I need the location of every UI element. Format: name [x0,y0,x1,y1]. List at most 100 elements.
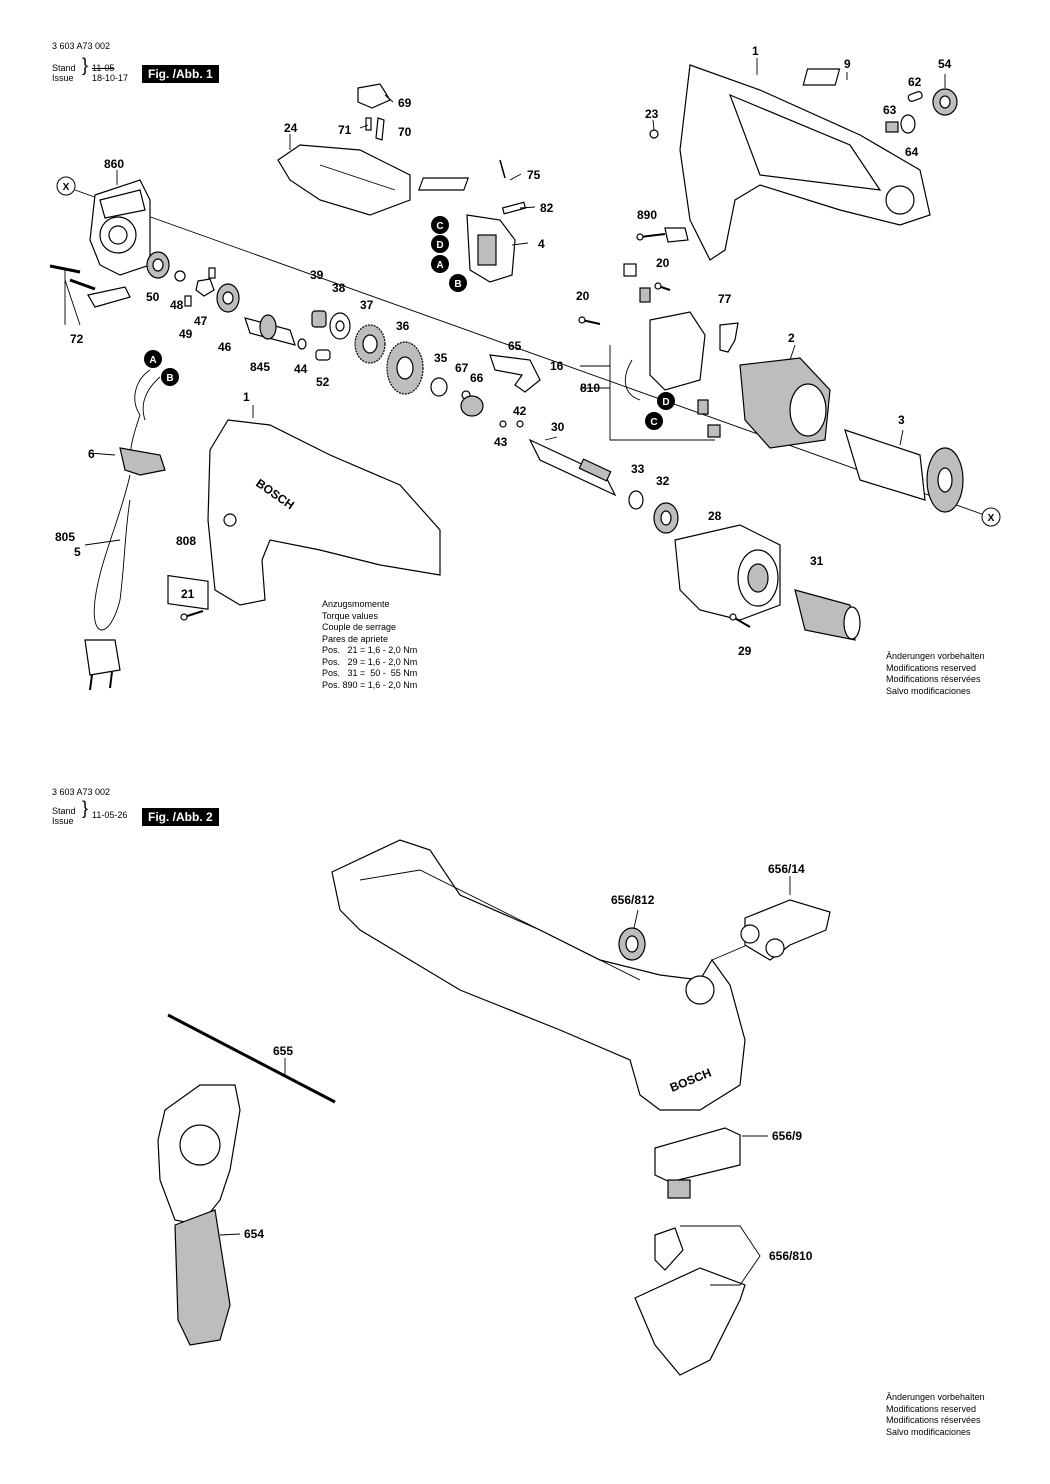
label-part-64: 64 [905,145,919,159]
svg-text:D: D [436,240,443,251]
label-part-32: 32 [656,474,670,488]
marker-d-switch: D [431,235,449,253]
assembly-axis-line [74,189,991,518]
svg-text:C: C [650,417,657,428]
label-part-656-9: 656/9 [772,1129,802,1143]
label-part-24: 24 [284,121,298,135]
label-part-70: 70 [398,125,412,139]
label-part-43: 43 [494,435,508,449]
label-part-71: 71 [338,123,352,137]
label-part-77: 77 [718,292,732,306]
ring-44 [297,338,307,350]
screw-890 [636,227,689,243]
svg-text:C: C [436,221,443,232]
switch-knob-69 [357,83,391,109]
label-part-44: 44 [294,362,308,376]
label-part-36: 36 [396,319,410,333]
bearing-50 [146,251,170,279]
depth-rod-655 [167,1013,336,1104]
label-part-655: 655 [273,1044,293,1058]
container-656-810 [634,1227,746,1376]
label-part-39: 39 [310,268,324,282]
nut-47 [195,278,215,297]
gear-37 [354,324,386,364]
armature-3 [844,429,964,513]
ball-43 [499,420,507,428]
housing-half-1-bottom: BOSCH [207,419,441,606]
spring-71 [365,117,372,131]
seal-656-812 [618,927,646,961]
label-part-9: 9 [844,57,851,71]
label-part-52: 52 [316,375,330,389]
label-part-810: 810 [580,381,600,395]
chuck-31 [794,589,861,641]
gear-housing-860 [89,179,151,276]
switch-4 [466,214,516,283]
marker-x-left: X [56,176,76,196]
label-part-890: 890 [637,208,657,222]
label-part-47: 47 [194,314,208,328]
label-part-35: 35 [434,351,448,365]
label-part-50: 50 [146,290,160,304]
disclaimer-es-2: Salvo modificaciones [886,1426,971,1437]
circlip-33 [628,490,644,510]
spring-63 [885,121,899,133]
svg-text:A: A [149,355,156,366]
bushing-38 [329,312,351,340]
issue-label-2: Issue [52,816,74,826]
label-part-3: 3 [898,413,905,427]
marker-a-switch: A [431,255,449,273]
label-part-805: 805 [55,530,75,544]
svg-text:X: X [63,182,70,193]
screw-21 [180,610,204,621]
bracket-leaders [580,365,610,389]
lever-65 [489,354,541,393]
screw-20-a [654,282,671,291]
brush-c [707,424,721,438]
housing-half-1-top [679,64,931,261]
doc-number-1: 3 603 A73 002 [52,41,111,51]
label-part-42: 42 [513,404,527,418]
label-part-654: 654 [244,1227,264,1241]
label-part-63: 63 [883,103,897,117]
issue-label-1: Issue [52,73,74,83]
label-part-33: 33 [631,462,645,476]
stand-old-1: 11-05 [92,63,115,73]
cable-805 [84,369,166,691]
torque-row-890: Pos. 890 = 1,6 - 2,0 Nm [322,679,418,690]
label-part-48: 48 [170,298,184,312]
brace-2: } [82,798,89,818]
cover-24 [277,144,411,216]
label-part-1: 1 [752,44,759,58]
issue-date-2: 11-05-26 [92,810,128,820]
svg-text:X: X [988,513,995,524]
torque-row-21: Pos. 21 = 1,6 - 2,0 Nm [322,645,418,655]
marker-c-brush: C [645,412,663,430]
label-part-808: 808 [176,534,196,548]
torque-title-de: Anzugsmomente [322,599,390,609]
torque-title-fr: Couple de serrage [322,622,397,632]
label-part-656-810: 656/810 [769,1249,813,1263]
label-part-6: 6 [88,447,95,461]
label-part-656-812: 656/812 [611,893,655,907]
label-part-23: 23 [645,107,659,121]
label-part-66: 66 [470,371,484,385]
label-part-72: 72 [70,332,84,346]
bearing-32 [653,502,679,534]
disclaimer-de: Änderungen vorbehalten [886,651,985,661]
dust-extraction-body: BOSCH [331,839,746,1111]
screw-20-b [578,316,601,325]
label-part-65: 65 [508,339,522,353]
label-part-2: 2 [788,331,795,345]
spring-39 [311,310,327,328]
label-part-20b: 20 [576,289,590,303]
brush-plate-16 [624,311,706,401]
doc-number-2: 3 603 A73 002 [52,787,111,797]
clamp-656-14 [740,899,831,961]
torque-row-29: Pos. 29 = 1,6 - 2,0 Nm [322,656,418,667]
disclaimer-de-2: Änderungen vorbehalten [886,1392,985,1402]
label-part-54: 54 [938,57,952,71]
issue-date-1: 18-10-17 [92,73,129,83]
disclaimer-en: Modifications reserved [886,662,977,673]
